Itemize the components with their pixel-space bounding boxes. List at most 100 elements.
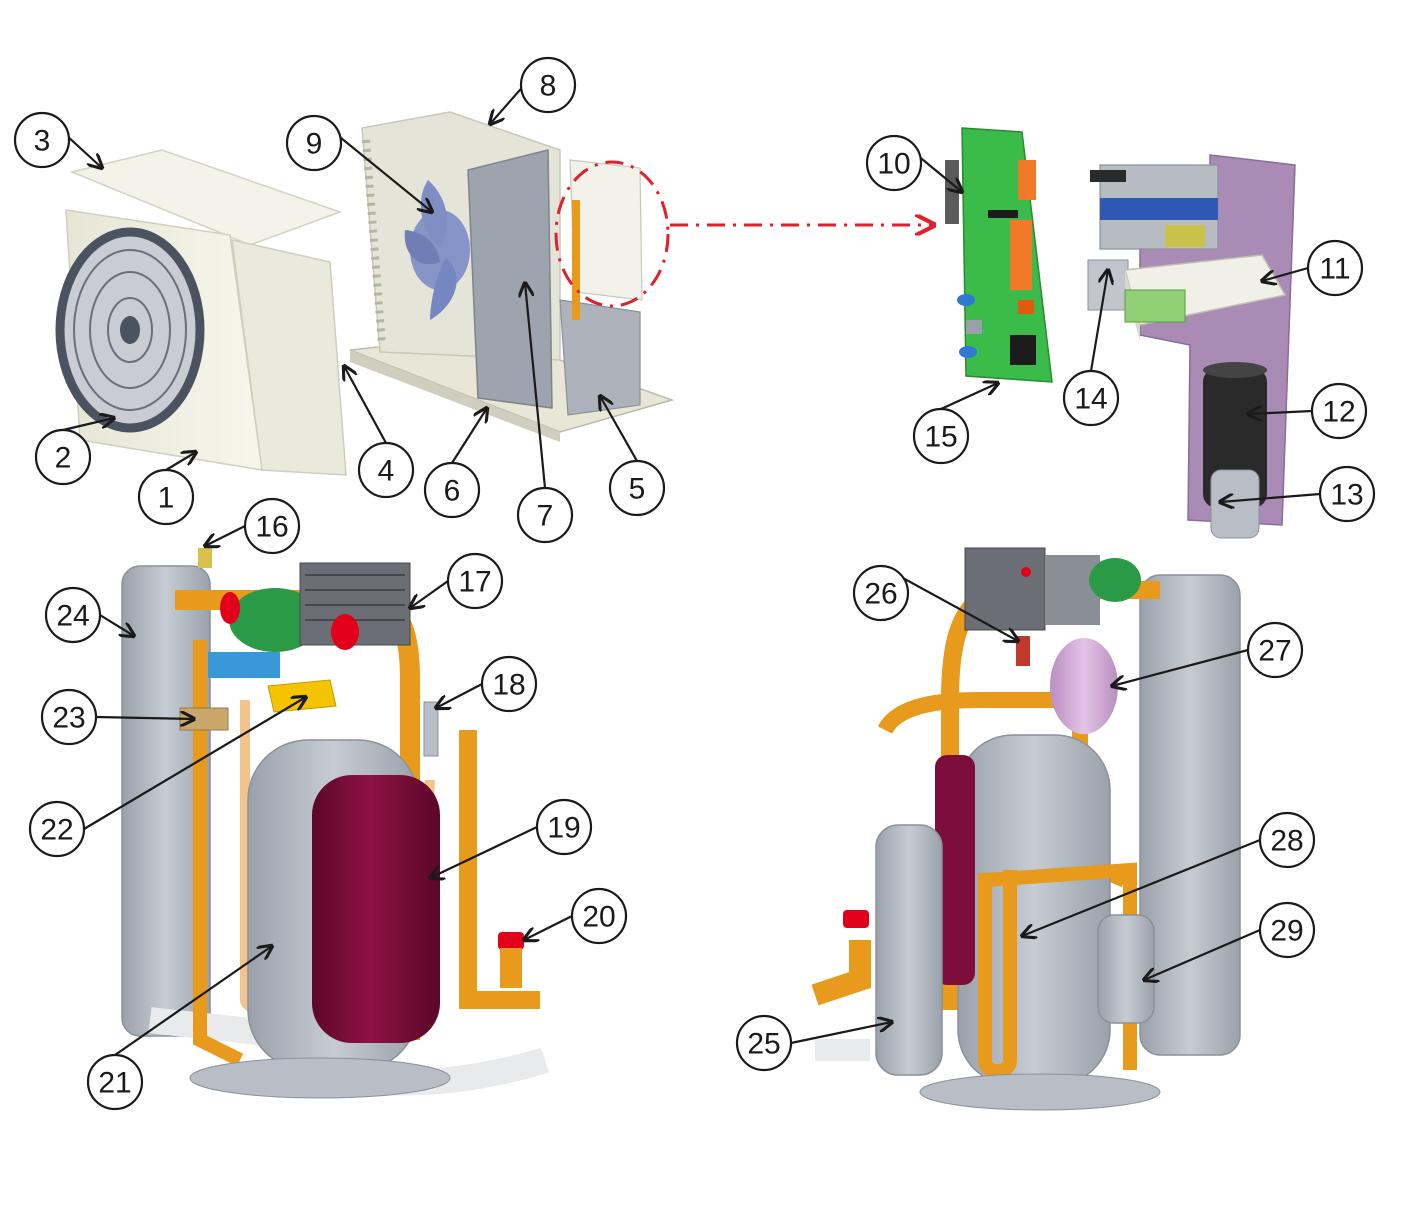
hydraulic-module-front bbox=[121, 548, 549, 1099]
svg-text:10: 10 bbox=[877, 148, 910, 181]
safety-valve-rear bbox=[843, 910, 869, 928]
fan-blades bbox=[404, 180, 470, 320]
leader-line-24 bbox=[99, 614, 134, 636]
svg-text:12: 12 bbox=[1322, 396, 1355, 429]
compressor-bracket bbox=[559, 299, 641, 416]
svg-text:22: 22 bbox=[40, 814, 73, 847]
callout-15: 15 bbox=[912, 407, 970, 465]
leader-line-20 bbox=[524, 915, 573, 940]
svg-text:20: 20 bbox=[582, 901, 615, 934]
callout-21: 21 bbox=[86, 1053, 144, 1111]
hydraulic-module-rear bbox=[811, 547, 1241, 1111]
svg-text:4: 4 bbox=[378, 455, 395, 488]
callout-10: 10 bbox=[865, 134, 923, 192]
svg-text:11: 11 bbox=[1319, 253, 1350, 286]
control-box-highlight bbox=[554, 160, 670, 308]
svg-text:1: 1 bbox=[158, 482, 175, 515]
svg-text:26: 26 bbox=[864, 578, 897, 611]
callout-18: 18 bbox=[480, 655, 538, 713]
base-tray-edge bbox=[350, 350, 560, 442]
copper-pipe-rear-loop bbox=[978, 862, 1137, 1079]
leader-line-28 bbox=[1022, 838, 1261, 936]
leader-line-23 bbox=[95, 717, 194, 719]
pressure-switch bbox=[1016, 636, 1030, 666]
air-vent bbox=[198, 548, 212, 568]
copper-pipe-3 bbox=[459, 730, 540, 1009]
leader-line-5 bbox=[600, 396, 638, 462]
plate-heat-exchanger-rear bbox=[1139, 574, 1241, 1056]
callout-8: 8 bbox=[519, 56, 577, 114]
svg-text:3: 3 bbox=[34, 125, 51, 158]
svg-text:6: 6 bbox=[444, 475, 461, 508]
callout-13: 13 bbox=[1318, 465, 1376, 523]
callout-3: 3 bbox=[13, 111, 71, 169]
callout-2: 2 bbox=[34, 428, 92, 486]
outer-casing-assembly bbox=[55, 149, 347, 476]
leader-line-1 bbox=[165, 452, 196, 471]
svg-text:18: 18 bbox=[492, 669, 525, 702]
callout-7: 7 bbox=[516, 486, 574, 544]
callout-12: 12 bbox=[1310, 382, 1368, 440]
leader-lines bbox=[41, 57, 1321, 1056]
top-cover-panel bbox=[69, 149, 343, 246]
leader-line-12 bbox=[1248, 411, 1313, 414]
filter-drier bbox=[1097, 914, 1155, 1024]
copper-pipe-rear-3 bbox=[811, 940, 871, 1006]
svg-text:15: 15 bbox=[924, 421, 957, 454]
control-pcb bbox=[945, 127, 1053, 383]
leader-line-16 bbox=[205, 525, 246, 546]
leader-line-13 bbox=[1220, 492, 1321, 502]
svg-text:27: 27 bbox=[1258, 635, 1291, 668]
leader-line-25 bbox=[790, 1022, 892, 1045]
safety-valve-body bbox=[500, 948, 522, 988]
svg-text:14: 14 bbox=[1074, 383, 1107, 416]
capacitor-small bbox=[1210, 469, 1260, 539]
electrical-box-mini bbox=[569, 159, 643, 301]
callout-5: 5 bbox=[608, 459, 666, 517]
callout-26: 26 bbox=[852, 564, 910, 622]
callout-28: 28 bbox=[1258, 811, 1316, 869]
coil-fins bbox=[362, 139, 386, 346]
leader-line-7 bbox=[525, 283, 547, 489]
svg-text:16: 16 bbox=[255, 511, 288, 544]
three-way-valve bbox=[267, 679, 337, 713]
circulation-pump bbox=[220, 562, 411, 652]
leader-line-4 bbox=[344, 366, 387, 444]
leader-line-21 bbox=[114, 946, 272, 1056]
svg-text:5: 5 bbox=[629, 473, 646, 506]
callout-27: 27 bbox=[1246, 621, 1304, 679]
callout-14: 14 bbox=[1062, 369, 1120, 427]
partition-plate bbox=[467, 149, 553, 409]
module-base-rear bbox=[919, 1073, 1161, 1111]
svg-text:21: 21 bbox=[98, 1067, 131, 1100]
callout-9: 9 bbox=[285, 114, 343, 172]
pressure-tank-lilac bbox=[1050, 638, 1118, 734]
expansion-vessel bbox=[312, 775, 440, 1043]
leader-line-29 bbox=[1144, 928, 1261, 980]
leader-line-22 bbox=[83, 697, 306, 830]
sensor bbox=[423, 701, 439, 757]
mini-orange-bar bbox=[572, 200, 580, 320]
leader-line-15 bbox=[940, 383, 998, 411]
terminal-blocks bbox=[1087, 164, 1219, 311]
svg-text:17: 17 bbox=[458, 566, 491, 599]
flow-switch bbox=[208, 652, 280, 678]
pump-rear bbox=[964, 547, 1141, 631]
svg-text:29: 29 bbox=[1270, 915, 1303, 948]
accumulator-left bbox=[875, 824, 943, 1076]
vessel-behind bbox=[935, 755, 975, 985]
leader-line-17 bbox=[410, 580, 449, 608]
callout-25: 25 bbox=[735, 1014, 793, 1072]
callout-16: 16 bbox=[243, 497, 301, 555]
svg-text:28: 28 bbox=[1270, 825, 1303, 858]
callout-22: 22 bbox=[28, 800, 86, 858]
plate-heat-exchanger bbox=[121, 565, 211, 1037]
leader-line-6 bbox=[451, 408, 487, 464]
leader-line-14 bbox=[1089, 270, 1108, 372]
leader-line-18 bbox=[436, 683, 483, 708]
electrical-components bbox=[945, 127, 1296, 539]
callouts: 1 2 3 4 5 6 7 8 9 10 11 12 13 14 15 16 1… bbox=[13, 56, 1376, 1111]
chassis-assembly bbox=[349, 111, 934, 442]
module-base bbox=[189, 1057, 451, 1099]
svg-text:7: 7 bbox=[537, 500, 554, 533]
